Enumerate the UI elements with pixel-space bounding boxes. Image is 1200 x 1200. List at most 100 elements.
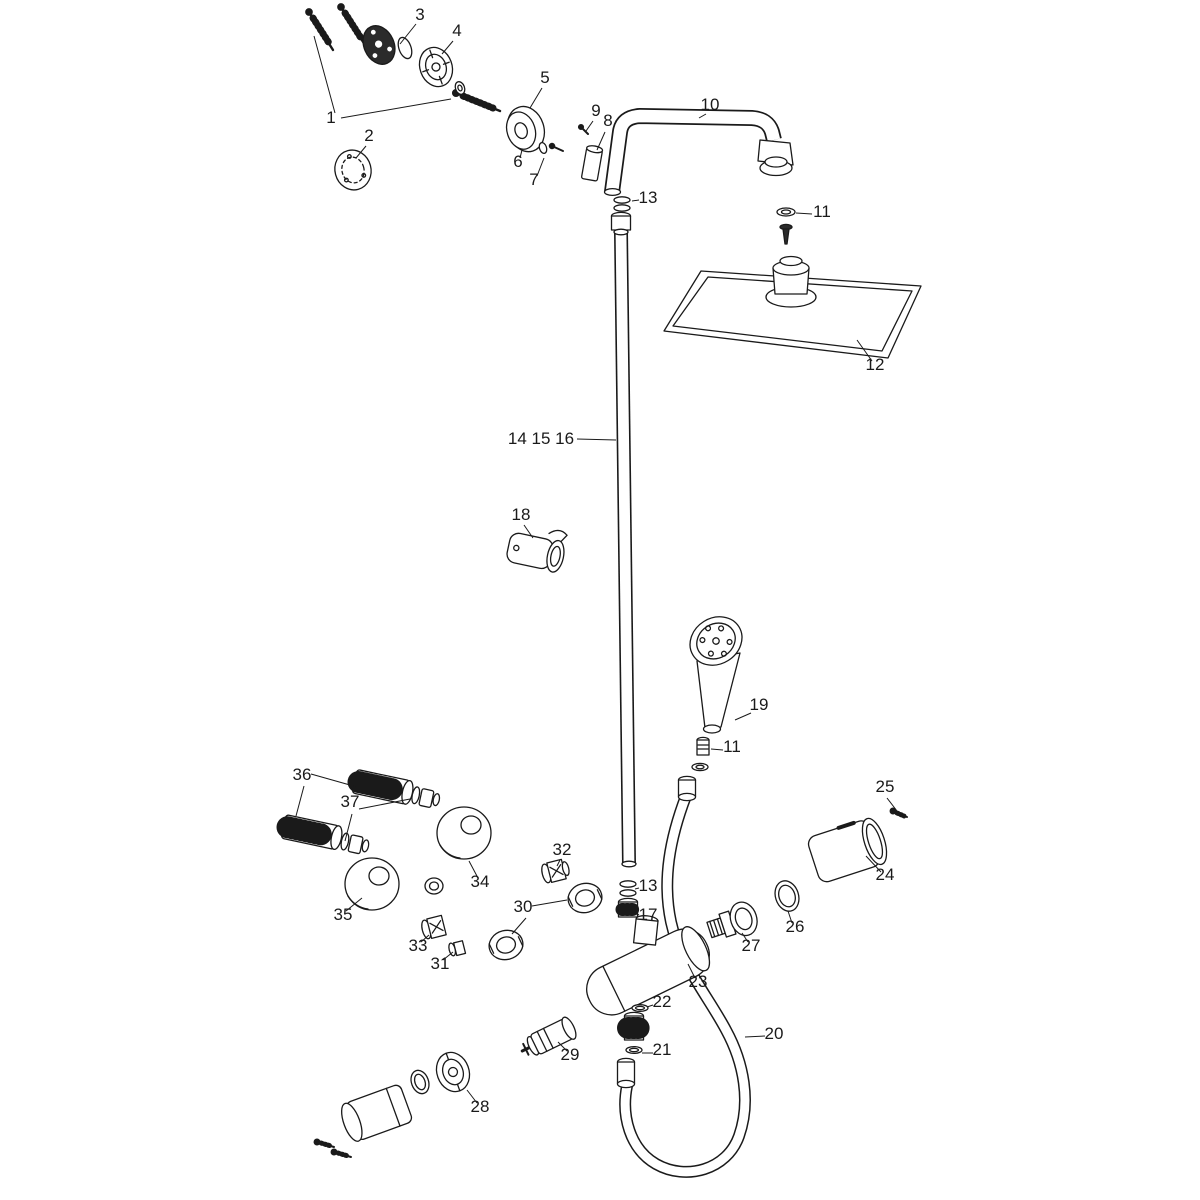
leader-line-26 bbox=[787, 910, 793, 924]
leader-line-18 bbox=[523, 524, 534, 539]
part-label-8: 8 bbox=[603, 111, 612, 130]
part-17-adapter bbox=[615, 897, 641, 918]
leader-line-1 bbox=[313, 35, 336, 114]
part-label-22: 22 bbox=[653, 992, 672, 1011]
leader-line-28 bbox=[466, 1089, 478, 1104]
leader-line-25 bbox=[886, 797, 898, 812]
part-label-33: 33 bbox=[409, 936, 428, 955]
part-label-11: 11 bbox=[813, 202, 831, 221]
part-30-nut-lower bbox=[488, 929, 524, 961]
part-9-pin bbox=[577, 123, 589, 135]
leader-line-22 bbox=[646, 1004, 654, 1008]
part-label-23: 23 bbox=[689, 972, 708, 991]
part-label-32: 32 bbox=[553, 840, 572, 859]
part-36-union-lower bbox=[276, 814, 343, 851]
part-23-thermostat-valve bbox=[586, 915, 711, 1016]
part-label-10: 10 bbox=[701, 95, 720, 114]
leader-line-36 bbox=[310, 773, 358, 788]
leader-line-4 bbox=[441, 40, 454, 55]
part-label-34: 34 bbox=[471, 872, 490, 891]
part-7-ring-and-screw bbox=[538, 142, 564, 154]
part-35-escutcheon-round bbox=[344, 857, 400, 911]
part-8-sleeve bbox=[581, 145, 604, 182]
part-label-4: 4 bbox=[452, 21, 461, 40]
leader-line-37 bbox=[358, 798, 411, 810]
part-label-20: 20 bbox=[765, 1024, 784, 1043]
part-34-washer bbox=[424, 877, 444, 895]
part-36-union-upper bbox=[347, 769, 414, 805]
part-14-15-16-riser-pipe bbox=[610, 211, 637, 868]
leader-line-7 bbox=[536, 157, 545, 177]
leader-line-6 bbox=[519, 149, 523, 159]
part-label-3: 3 bbox=[415, 5, 424, 24]
part-label-14-15-16: 14 15 16 bbox=[508, 429, 574, 448]
part-label-35: 35 bbox=[334, 905, 353, 924]
parts-layer bbox=[276, 3, 922, 1178]
leader-line-13 bbox=[631, 199, 640, 202]
leader-line-36 bbox=[295, 785, 305, 817]
part-label-26: 26 bbox=[786, 917, 805, 936]
leader-line-3 bbox=[399, 23, 417, 45]
part-label-5: 5 bbox=[540, 68, 549, 87]
part-21-nipple-and-ring bbox=[617, 1011, 651, 1055]
leader-line-12 bbox=[856, 339, 873, 362]
leader-line-31 bbox=[442, 951, 454, 961]
leader-line-2 bbox=[355, 145, 367, 159]
part-4-mounting-bracket bbox=[418, 46, 454, 88]
part-label-18: 18 bbox=[512, 505, 531, 524]
leader-line-30 bbox=[511, 917, 527, 935]
part-label-12: 12 bbox=[866, 355, 885, 374]
part-label-17: 17 bbox=[639, 905, 658, 924]
leader-line-37 bbox=[344, 813, 353, 842]
part-4-washer bbox=[454, 81, 466, 95]
part-label-2: 2 bbox=[364, 126, 373, 145]
part-3-o-ring bbox=[397, 36, 413, 60]
leader-line-10 bbox=[698, 113, 707, 119]
leader-line-9 bbox=[585, 120, 594, 132]
leader-line-11 bbox=[710, 748, 724, 751]
part-label-19: 19 bbox=[750, 695, 769, 714]
part-29-check-valve-cartridge bbox=[520, 1016, 577, 1056]
leader-line-17 bbox=[634, 912, 640, 916]
part-30-nut-upper bbox=[567, 882, 603, 914]
part-32-check-valve bbox=[541, 858, 570, 884]
part-label-37: 37 bbox=[341, 792, 360, 811]
leader-line-24 bbox=[865, 855, 882, 873]
part-11-washer-screw-top bbox=[776, 207, 796, 245]
part-25-screw bbox=[889, 807, 908, 819]
leader-line-29 bbox=[557, 1041, 568, 1052]
part-label-36: 36 bbox=[293, 765, 312, 784]
part-27-cartridge bbox=[706, 901, 758, 939]
part-label-13: 13 bbox=[639, 188, 658, 207]
leader-line-13 bbox=[634, 887, 640, 890]
part-11-connector-bottom bbox=[691, 736, 710, 772]
part-label-7: 7 bbox=[529, 170, 538, 189]
part-37-tailpiece-lower bbox=[340, 832, 370, 855]
part-31-insert bbox=[448, 940, 467, 957]
part-34-escutcheon-round bbox=[436, 806, 492, 860]
part-19-handshower bbox=[689, 616, 743, 734]
leader-line-19 bbox=[734, 712, 752, 721]
leader-line-20 bbox=[744, 1035, 766, 1038]
leader-line-33 bbox=[420, 934, 430, 943]
part-24-handle-sleeve bbox=[807, 817, 888, 883]
part-12-overhead-shower bbox=[663, 255, 922, 359]
leader-line-27 bbox=[741, 932, 749, 943]
leader-line-23 bbox=[687, 963, 696, 979]
part-20-hose bbox=[616, 775, 751, 1178]
part-37-tailpiece-upper bbox=[411, 786, 441, 808]
part-label-11: 11 bbox=[723, 737, 741, 756]
part-label-27: 27 bbox=[742, 936, 761, 955]
part-label-30: 30 bbox=[514, 897, 533, 916]
leader-line-32 bbox=[556, 859, 561, 867]
part-label-31: 31 bbox=[431, 954, 450, 973]
part-5-6-cover-plate bbox=[505, 105, 546, 153]
part-28-screws bbox=[313, 1138, 352, 1159]
part-label-29: 29 bbox=[561, 1045, 580, 1064]
leader-line-11 bbox=[795, 212, 813, 215]
part-1-wall-screws bbox=[305, 3, 502, 113]
part-label-25: 25 bbox=[876, 777, 895, 796]
part-label-21: 21 bbox=[653, 1040, 672, 1059]
part-3-seal-plate bbox=[362, 25, 396, 65]
